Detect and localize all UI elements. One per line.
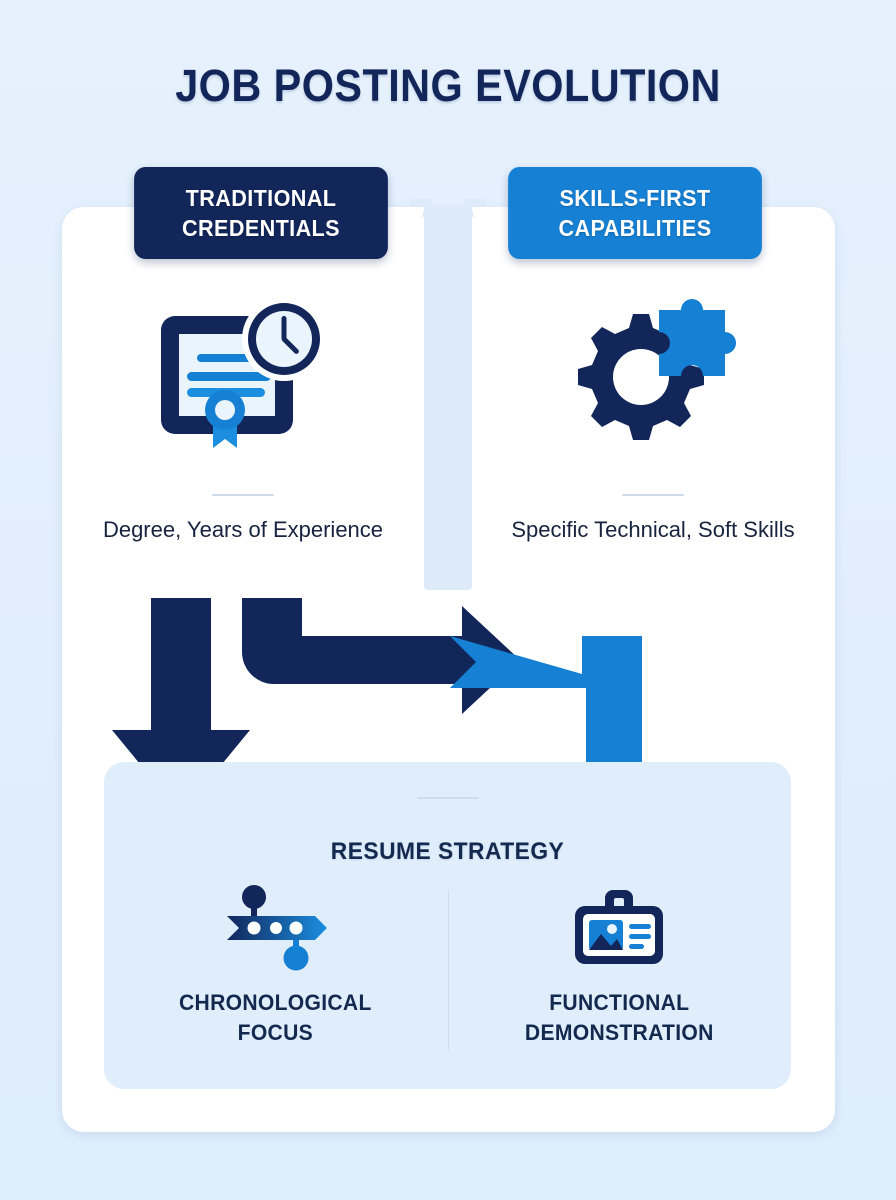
portfolio-icon	[567, 882, 671, 974]
column-divider-rule	[212, 494, 274, 496]
panel-divider-rule	[416, 797, 479, 799]
label-line-2: DEMONSTRATION	[524, 1020, 714, 1045]
label-line-2: FOCUS	[238, 1020, 314, 1045]
badge-line-2: CAPABILITIES	[558, 215, 712, 241]
page-title: JOB POSTING EVOLUTION	[175, 60, 721, 111]
badge-line-1: TRADITIONAL	[185, 185, 337, 211]
badge-line-1: SKILLS-FIRST	[559, 185, 711, 211]
badge-skills-first-capabilities[interactable]: SKILLS-FIRST CAPABILITIES	[508, 167, 762, 259]
resume-strategy-panel: RESUME STRATEGY	[104, 762, 791, 1089]
label-line-1: CHRONOLOGICAL	[179, 990, 373, 1015]
badge-traditional-credentials[interactable]: TRADITIONAL CREDENTIALS	[134, 167, 388, 259]
timeline-icon	[221, 882, 331, 974]
bottom-item-chronological: CHRONOLOGICAL FOCUS	[104, 882, 448, 1067]
column-traditional: Degree, Years of Experience	[62, 212, 424, 590]
bottom-item-label: FUNCTIONAL DEMONSTRATION	[525, 988, 714, 1048]
bottom-column-divider	[447, 890, 449, 1050]
panel-gap	[402, 207, 494, 590]
navy-down-arrow	[112, 598, 250, 814]
panel-title: RESUME STRATEGY	[330, 838, 565, 865]
certificate-clock-icon	[62, 280, 424, 455]
column-divider-rule	[622, 494, 684, 496]
gear-puzzle-icon	[472, 280, 834, 455]
bottom-item-functional: FUNCTIONAL DEMONSTRATION	[448, 882, 792, 1067]
navy-elbow-right-arrow	[242, 598, 520, 714]
column-caption: Specific Technical, Soft Skills	[511, 517, 795, 542]
badge-line-2: CREDENTIALS	[182, 215, 340, 241]
column-caption: Degree, Years of Experience	[102, 517, 384, 542]
label-line-1: FUNCTIONAL	[549, 990, 690, 1015]
bottom-item-label: CHRONOLOGICAL FOCUS	[179, 988, 372, 1048]
column-skills-first: Specific Technical, Soft Skills	[472, 212, 834, 590]
